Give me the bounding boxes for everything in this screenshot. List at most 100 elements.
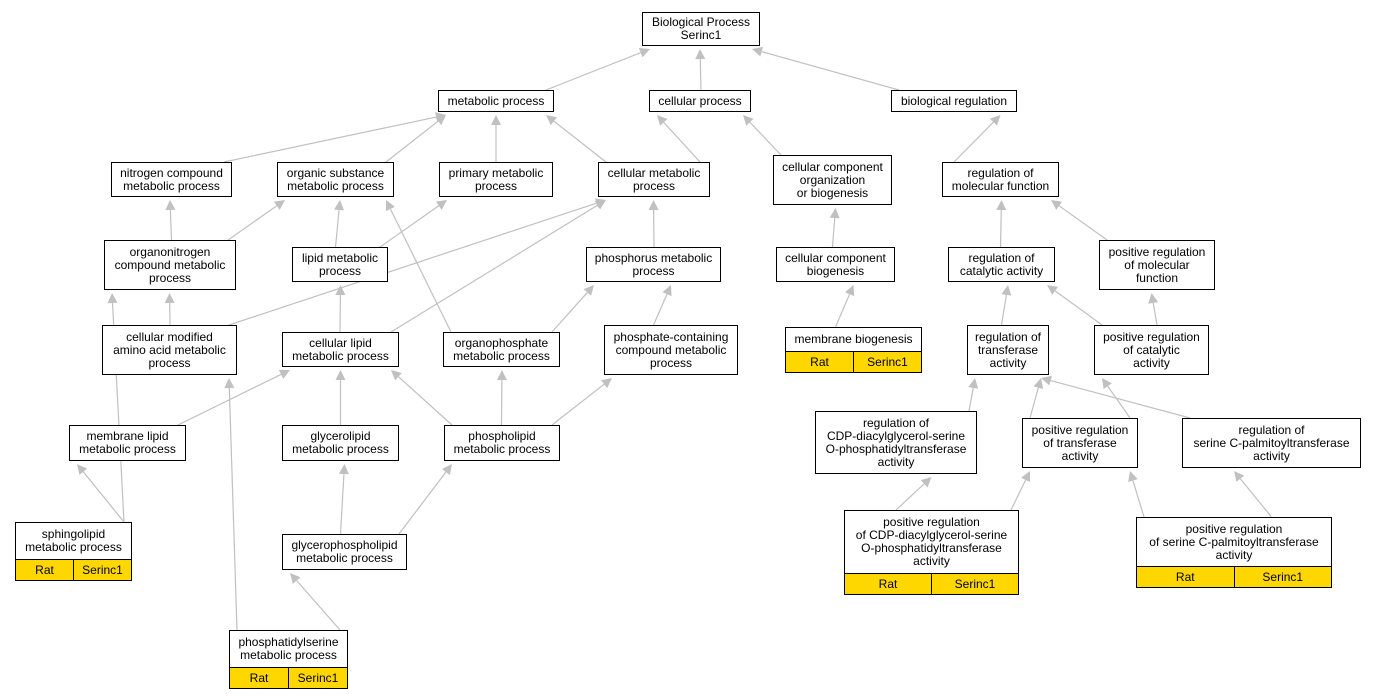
node-positive-regulation-catalytic[interactable]: positive regulation of catalytic activit…	[1094, 325, 1209, 375]
node-positive-regulation-transferase[interactable]: positive regulation of transferase activ…	[1022, 418, 1138, 468]
node-label: positive regulation of transferase activ…	[1031, 422, 1129, 463]
arrowhead-primary-to-metabolic	[491, 115, 501, 125]
arrowhead-phosser-to-cellmod	[224, 378, 235, 389]
node-label: positive regulation of serine C-palmitoy…	[1149, 521, 1319, 562]
edge-lipid-to-primary	[379, 205, 440, 248]
node-label: cellular process	[658, 93, 742, 108]
node-primary-metabolic[interactable]: primary metabolic process	[439, 162, 553, 197]
node-regulation-transferase[interactable]: regulation of transferase activity	[967, 325, 1049, 375]
edge-posregtrans-to-regtrans	[1029, 387, 1039, 419]
edge-phosser-to-cellmod	[228, 387, 238, 631]
node-cellular-lipid[interactable]: cellular lipid metabolic process	[282, 332, 399, 367]
node-label: metabolic process	[447, 93, 545, 108]
node-positive-regulation-molecular[interactable]: positive regulation of molecular functio…	[1099, 240, 1215, 290]
node-cellular-modified-amino-acid[interactable]: cellular modified amino acid metabolic p…	[102, 325, 237, 375]
node-lipid-metabolic[interactable]: lipid metabolic process	[292, 247, 388, 282]
arrowhead-regcat-to-regmol	[996, 200, 1007, 211]
node-metabolic-process[interactable]: metabolic process	[438, 90, 554, 112]
edge-glycerophos-to-glycerolipid	[339, 473, 345, 535]
node-biological-regulation[interactable]: biological regulation	[891, 90, 1017, 112]
edge-organonitrogen-to-organic	[227, 205, 278, 241]
node-positive-regulation-cdp[interactable]: positive regulation of CDP-diacylglycero…	[844, 510, 1019, 595]
edge-posregserine-to-regserine	[1239, 478, 1272, 518]
node-cellular-metabolic[interactable]: cellular metabolic process	[598, 162, 710, 197]
arrowhead-organophos-to-phosphorus	[583, 285, 594, 296]
edge-metabolic-to-bp	[545, 52, 641, 91]
node-label: glycerophospholipid metabolic process	[291, 538, 398, 565]
node-regulation-catalytic[interactable]: regulation of catalytic activity	[948, 247, 1055, 282]
node-biological-process[interactable]: Biological Process Serinc1	[642, 12, 760, 46]
edge-regcat-to-regmol	[999, 209, 1002, 248]
gene-tag: Serinc1	[1233, 567, 1332, 587]
species-tag: Rat	[810, 354, 829, 369]
node-organophosphate[interactable]: organophosphate metabolic process	[443, 332, 560, 367]
arrowhead-posregcat-to-posregmol	[1148, 293, 1159, 304]
node-label: cellular component biogenesis	[785, 250, 886, 278]
species-tag: Rat	[878, 576, 898, 591]
edge-phospholipid-to-phoscont	[551, 383, 605, 426]
edge-ccbio-to-ccorg	[831, 217, 836, 248]
node-phosphate-containing[interactable]: phosphate-containing compound metabolic …	[604, 325, 738, 375]
arrowhead-regcdp-to-regtrans	[968, 378, 979, 389]
node-cc-biogenesis[interactable]: cellular component biogenesis	[776, 247, 895, 282]
edge-posregcdp-to-posregtrans	[1010, 479, 1027, 511]
node-label: regulation of CDP-diacylglycerol-serine …	[825, 415, 967, 469]
arrowhead-lipid-to-organic	[334, 200, 345, 211]
node-label: regulation of molecular function	[951, 165, 1050, 193]
edge-posregcdp-to-regcdp	[895, 483, 925, 511]
edge-cellmod-to-cellmet	[228, 202, 597, 326]
node-label: cellular metabolic process	[607, 165, 701, 193]
gene-tag: Serinc1	[288, 668, 347, 688]
edge-lipid-to-organic	[334, 209, 340, 248]
arrowhead-celllipid-to-lipid	[335, 285, 346, 296]
node-label: phospholipid metabolic process	[453, 429, 551, 456]
arrowhead-regtrans-to-regcat	[1001, 285, 1012, 296]
node-membrane-lipid[interactable]: membrane lipid metabolic process	[69, 425, 186, 461]
arrowhead-sphingo-to-memlipid	[77, 464, 88, 475]
node-glycerophospholipid[interactable]: glycerophospholipid metabolic process	[282, 534, 407, 570]
arrowhead-celllipid-to-cellmet	[594, 200, 606, 210]
node-organic-substance[interactable]: organic substance metabolic process	[277, 162, 394, 197]
node-label: cellular lipid metabolic process	[292, 335, 389, 363]
arrowhead-posregcdp-to-regcdp	[920, 477, 932, 488]
node-label: nitrogen compound metabolic process	[120, 165, 223, 193]
node-label: positive regulation of molecular functio…	[1108, 244, 1206, 285]
arrowhead-phoscont-to-phosphorus	[662, 285, 672, 297]
species-tag: Rat	[35, 562, 54, 577]
node-phospholipid[interactable]: phospholipid metabolic process	[444, 425, 560, 461]
arrowhead-cellmod-to-organonitrogen	[164, 293, 175, 304]
arrowhead-phospholipid-to-phoscont	[601, 378, 612, 389]
edge-posregmol-to-regmol	[1058, 205, 1108, 241]
arrowhead-posregtrans-to-regtrans	[1033, 378, 1044, 389]
edge-bioreg-to-bp	[761, 51, 900, 91]
node-label: cellular modified amino acid metabolic p…	[113, 329, 226, 370]
node-cellular-process[interactable]: cellular process	[649, 90, 751, 112]
arrowhead-posregcat-to-regcat	[1047, 285, 1059, 295]
node-phosphorus-metabolic[interactable]: phosphorus metabolic process	[586, 247, 721, 282]
arrowhead-regmol-to-bioreg	[989, 115, 1001, 126]
node-regulation-molecular-function[interactable]: regulation of molecular function	[942, 162, 1059, 197]
node-nitrogen-compound[interactable]: nitrogen compound metabolic process	[111, 162, 232, 197]
node-cc-organization[interactable]: cellular component organization or bioge…	[773, 155, 892, 205]
arrowhead-phosser-to-glycerophos	[290, 573, 301, 584]
node-glycerolipid[interactable]: glycerolipid metabolic process	[282, 425, 399, 461]
node-organonitrogen[interactable]: organonitrogen compound metabolic proces…	[104, 240, 236, 290]
edge-regserine-to-regtrans	[1050, 380, 1191, 419]
arrowhead-ccorg-to-cellular	[743, 115, 754, 126]
arrowhead-phospholipid-to-organophos	[496, 370, 507, 381]
arrowhead-metabolic-to-bp	[638, 48, 650, 58]
node-label: Biological Process Serinc1	[651, 15, 751, 42]
node-label: organic substance metabolic process	[286, 165, 385, 193]
node-regulation-serine[interactable]: regulation of serine C-palmitoyltransfer…	[1182, 418, 1361, 468]
arrowhead-glycerophos-to-phospholipid	[441, 464, 452, 475]
edge-organophos-to-organic	[389, 208, 452, 333]
node-positive-regulation-serine[interactable]: positive regulation of serine C-palmitoy…	[1136, 517, 1332, 588]
node-regulation-cdp[interactable]: regulation of CDP-diacylglycerol-serine …	[815, 411, 977, 474]
species-tag: Rat	[249, 670, 269, 685]
